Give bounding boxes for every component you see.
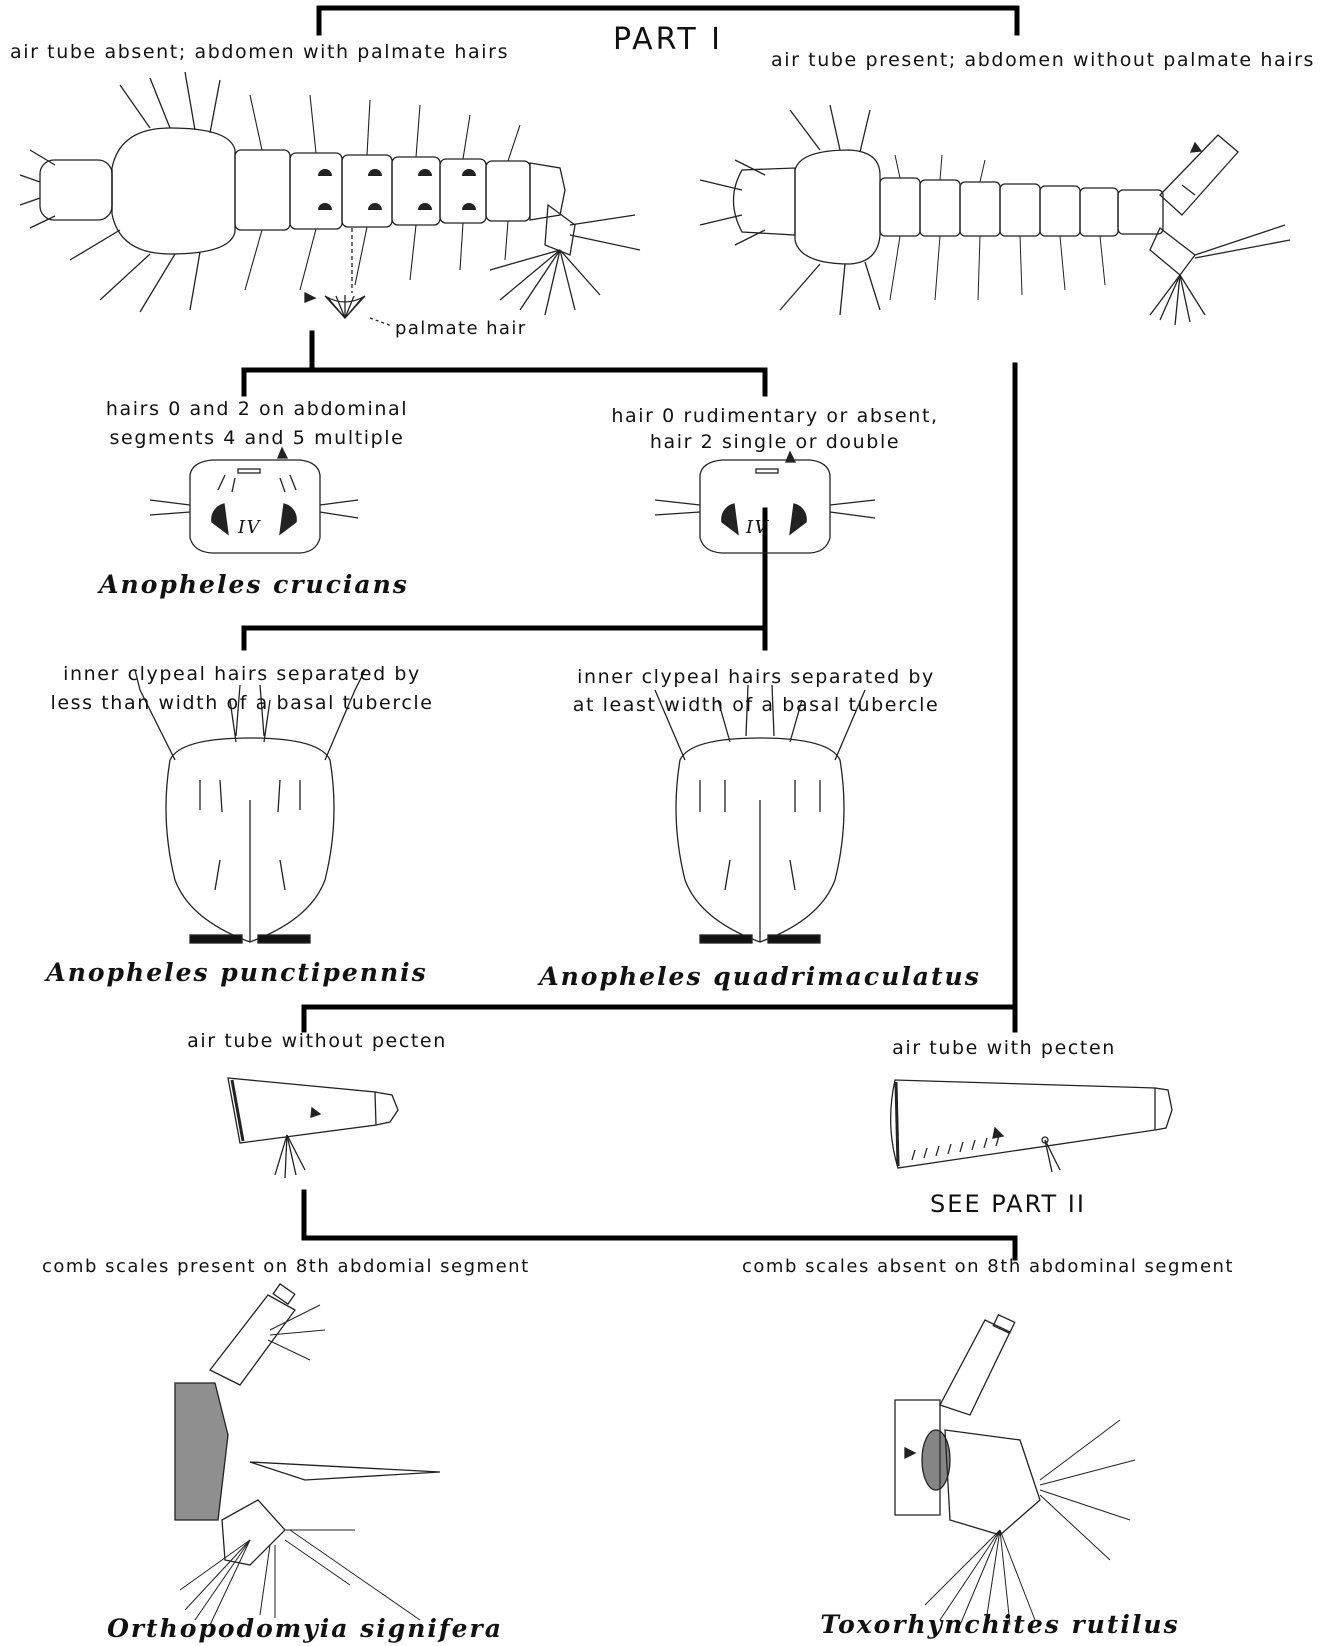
couplet2-left-line2: segments 4 and 5 multiple: [110, 427, 405, 449]
couplet2-left-line1: hairs 0 and 2 on abdominal: [106, 398, 408, 420]
larva-hairs-right: [890, 155, 1105, 300]
species-anopheles-punctipennis: Anopheles punctipennis: [46, 958, 427, 987]
key-connector-lines: [244, 8, 1017, 1258]
key-title: PART I: [613, 22, 723, 57]
larva-head: [20, 150, 112, 228]
larva-thorax-right: [780, 105, 880, 315]
larva-head-right: [700, 160, 795, 245]
couplet3-left-line2: less than width of a basal tubercle: [50, 692, 433, 714]
bracket-couplet5: [304, 1238, 1015, 1258]
couplet3-right-line1: inner clypeal hairs separated by: [577, 666, 935, 688]
air-tube-right: [1160, 135, 1238, 215]
species-anopheles-quadrimaculatus: Anopheles quadrimaculatus: [539, 962, 981, 991]
larva-abdomen-segments: [235, 150, 565, 230]
bracket-couplet4: [304, 1007, 1015, 1030]
culicine-larva-illustration: [700, 105, 1290, 325]
couplet3-left-line1: inner clypeal hairs separated by: [63, 663, 421, 685]
species-toxorhynchites-rutilus: Toxorhynchites rutilus: [820, 1610, 1179, 1639]
arrow-marker: [1191, 143, 1201, 152]
species-orthopodomyia-signifera: Orthopodomyia signifera: [107, 1614, 503, 1643]
segment-label-left: IV: [238, 517, 261, 538]
couplet1-left-label: air tube absent; abdomen with palmate ha…: [10, 41, 509, 63]
toxorhynchites-brush: [925, 1420, 1135, 1628]
see-part-ii-reference: SEE PART II: [930, 1190, 1086, 1218]
palmate-hair-detail: [305, 228, 392, 326]
couplet5-right-label: comb scales absent on 8th abdominal segm…: [742, 1256, 1234, 1277]
air-tube-without-pecten-illustration: [228, 1078, 398, 1178]
larva-abdomen-right: [880, 178, 1163, 236]
palmate-hair-label: palmate hair: [395, 318, 527, 339]
segment-label-right: IV: [746, 517, 769, 538]
couplet3-right-line2: at least width of a basal tubercle: [573, 694, 940, 716]
larva-lateral-hairs: [245, 95, 520, 290]
head-quadrimaculatus-illustration: [655, 685, 865, 943]
couplet2-right-line1: hair 0 rudimentary or absent,: [611, 405, 938, 427]
orthopodomyia-terminal-illustration: [175, 1284, 440, 1625]
anal-segment-right: [1150, 225, 1290, 325]
couplet5-left-label: comb scales present on 8th abdomial segm…: [42, 1256, 530, 1277]
couplet2-right-line2: hair 2 single or double: [650, 431, 900, 453]
anopheles-larva-illustration: [20, 72, 640, 326]
toxorhynchites-terminal-illustration: [895, 1315, 1135, 1628]
species-anopheles-crucians: Anopheles crucians: [99, 570, 409, 599]
couplet4-right-label: air tube with pecten: [892, 1037, 1116, 1059]
bracket-couplet3: [244, 628, 765, 648]
larva-thorax: [70, 72, 235, 312]
bracket-couplet2: [244, 370, 765, 394]
air-tube-with-pecten-illustration: [891, 1080, 1172, 1172]
pecten-teeth: [912, 1136, 999, 1160]
couplet4-left-label: air tube without pecten: [187, 1030, 447, 1052]
couplet1-right-label: air tube present; abdomen without palmat…: [771, 49, 1315, 71]
